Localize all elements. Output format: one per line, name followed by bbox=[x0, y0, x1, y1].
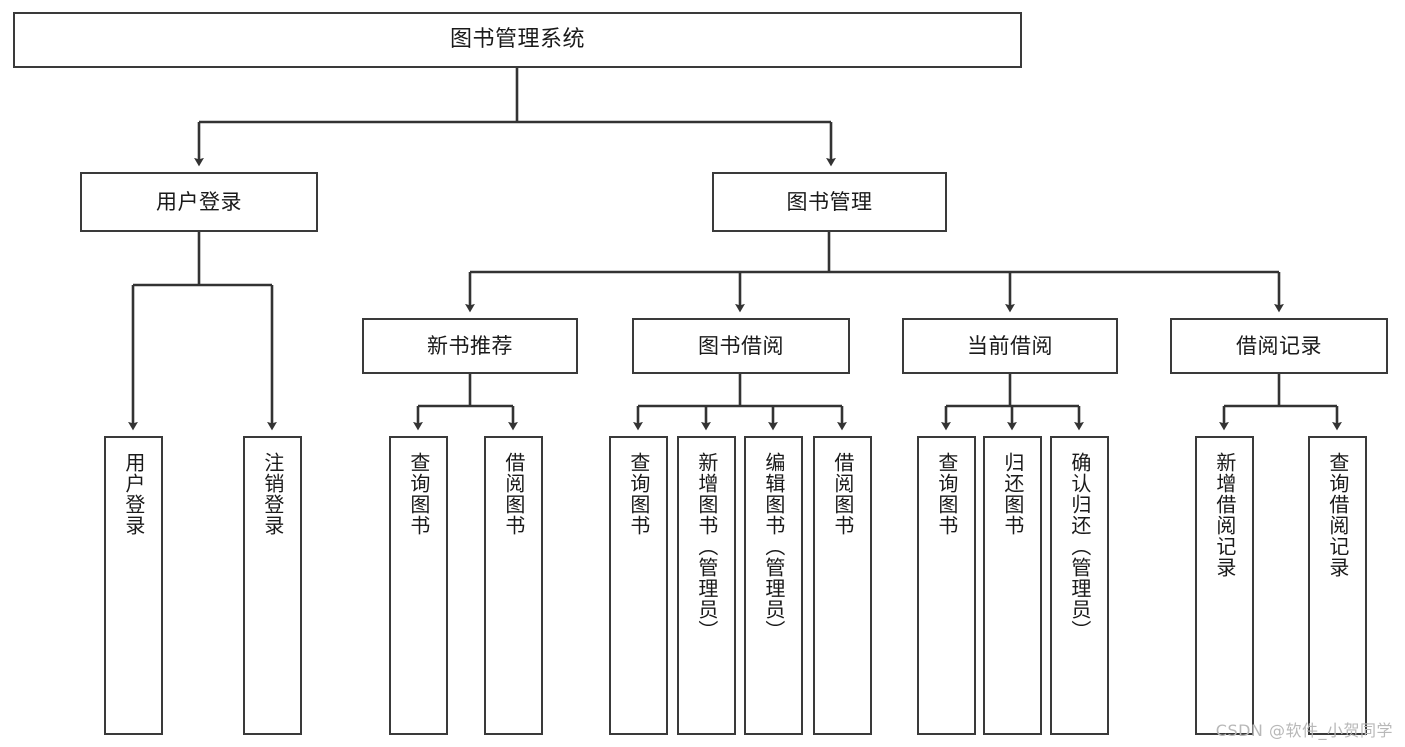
leaf-new-book-borrow[interactable]: 借阅图书 bbox=[484, 436, 543, 735]
node-label: 图书借阅 bbox=[698, 333, 784, 358]
node-label: 查询图书 bbox=[934, 452, 959, 536]
leaf-user-login-signin[interactable]: 用户登录 bbox=[104, 436, 163, 735]
node-book-borrow[interactable]: 图书借阅 bbox=[632, 318, 850, 374]
node-label: 新增图书（管理员） bbox=[694, 452, 719, 641]
leaf-user-login-signout[interactable]: 注销登录 bbox=[243, 436, 302, 735]
leaf-borrow-edit-book-admin[interactable]: 编辑图书（管理员） bbox=[744, 436, 803, 735]
node-label: 借阅图书 bbox=[501, 452, 526, 536]
leaf-borrow-add-book-admin[interactable]: 新增图书（管理员） bbox=[677, 436, 736, 735]
node-label: 用户登录 bbox=[121, 452, 146, 536]
node-label: 编辑图书（管理员） bbox=[761, 452, 786, 641]
node-new-book-recommend[interactable]: 新书推荐 bbox=[362, 318, 578, 374]
leaf-new-book-query[interactable]: 查询图书 bbox=[389, 436, 448, 735]
leaf-current-query-book[interactable]: 查询图书 bbox=[917, 436, 976, 735]
node-book-management[interactable]: 图书管理 bbox=[712, 172, 947, 232]
node-label: 查询图书 bbox=[626, 452, 651, 536]
node-label: 查询借阅记录 bbox=[1325, 452, 1350, 578]
node-label: 查询图书 bbox=[406, 452, 431, 536]
node-label: 确认归还（管理员） bbox=[1067, 452, 1092, 641]
node-borrow-records[interactable]: 借阅记录 bbox=[1170, 318, 1388, 374]
node-label: 图书管理 bbox=[786, 189, 873, 214]
leaf-current-return-book[interactable]: 归还图书 bbox=[983, 436, 1042, 735]
node-label: 注销登录 bbox=[260, 452, 285, 536]
watermark-text: CSDN @软件_小贺同学 bbox=[1215, 721, 1393, 740]
node-label: 新增借阅记录 bbox=[1212, 452, 1237, 578]
node-label: 借阅图书 bbox=[830, 452, 855, 536]
leaf-records-query-record[interactable]: 查询借阅记录 bbox=[1308, 436, 1367, 735]
node-root-system[interactable]: 图书管理系统 bbox=[13, 12, 1022, 68]
leaf-borrow-borrow-book[interactable]: 借阅图书 bbox=[813, 436, 872, 735]
node-label: 新书推荐 bbox=[427, 333, 513, 358]
leaf-records-add-record[interactable]: 新增借阅记录 bbox=[1195, 436, 1254, 735]
node-user-login[interactable]: 用户登录 bbox=[80, 172, 318, 232]
node-label: 图书管理系统 bbox=[449, 27, 585, 53]
node-label: 当前借阅 bbox=[967, 333, 1053, 358]
leaf-current-confirm-return-admin[interactable]: 确认归还（管理员） bbox=[1050, 436, 1109, 735]
node-label: 归还图书 bbox=[1000, 452, 1025, 536]
node-label: 用户登录 bbox=[156, 189, 242, 214]
node-label: 借阅记录 bbox=[1236, 333, 1322, 358]
leaf-borrow-query-book[interactable]: 查询图书 bbox=[609, 436, 668, 735]
node-current-borrow[interactable]: 当前借阅 bbox=[902, 318, 1118, 374]
